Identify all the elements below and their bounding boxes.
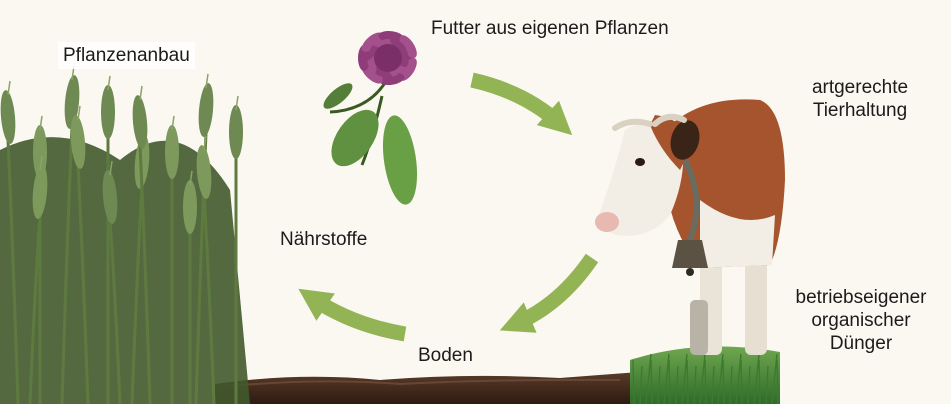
label-soil: Boden — [418, 344, 473, 367]
soil-strip-image — [215, 372, 640, 404]
cycle-arrow-icon — [472, 80, 560, 124]
label-manure-line3: Dünger — [777, 332, 945, 355]
label-animal-welfare-line2: Tierhaltung — [800, 99, 920, 122]
label-manure-line1: betriebseigener — [777, 286, 945, 309]
label-animal-welfare-line1: artgerechte — [800, 76, 920, 99]
clover-flower-image — [320, 29, 422, 207]
label-manure-line2: organischer — [777, 309, 945, 332]
label-feed: Futter aus eigenen Pflanzen — [431, 17, 669, 40]
cycle-arrow-icon — [312, 298, 405, 334]
cycle-arrow-icon — [515, 258, 592, 324]
wheat-field-image — [0, 66, 250, 404]
grass-patch-image — [630, 347, 780, 404]
cow-image — [595, 99, 785, 355]
label-animal-welfare: artgerechte Tierhaltung — [800, 76, 920, 122]
label-nutrients: Nährstoffe — [280, 228, 367, 251]
label-crop-growing: Pflanzenanbau — [58, 42, 195, 69]
label-manure: betriebseigener organischer Dünger — [777, 286, 945, 355]
